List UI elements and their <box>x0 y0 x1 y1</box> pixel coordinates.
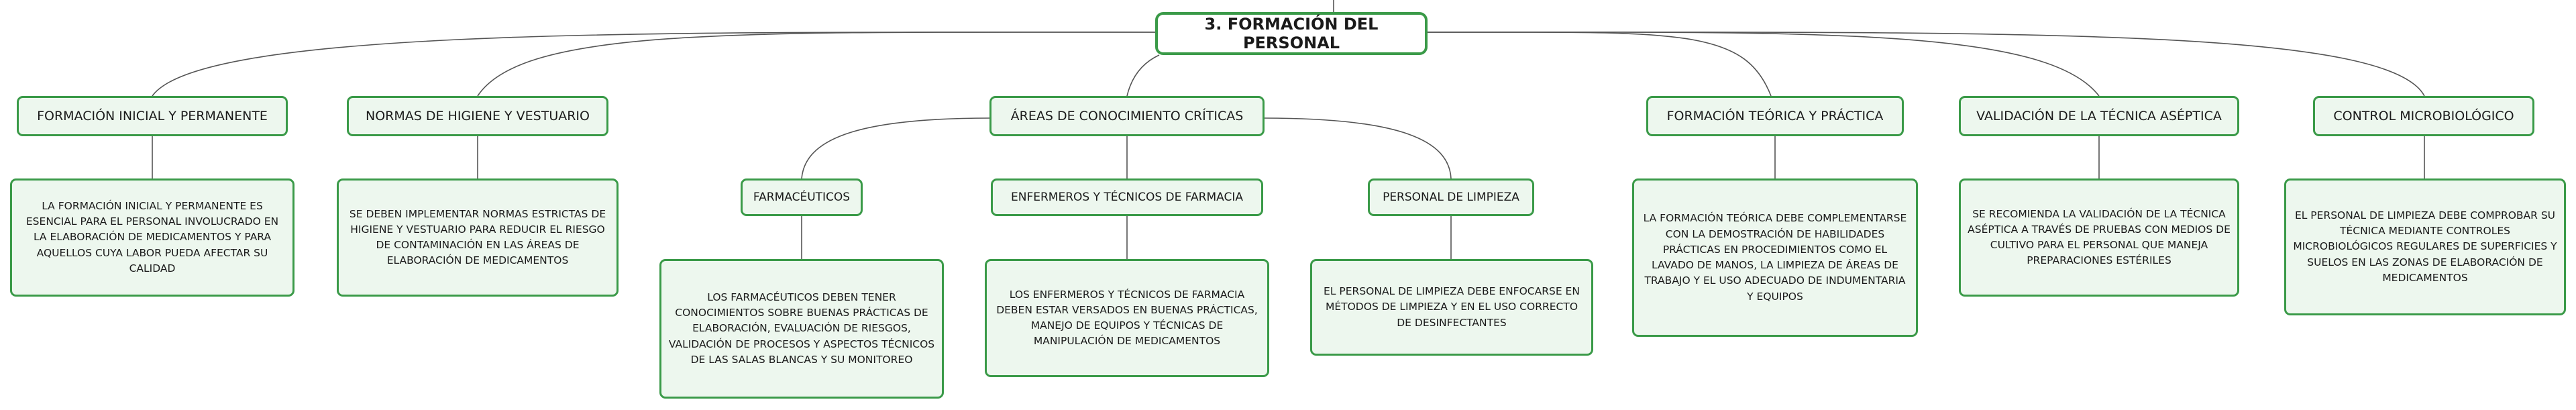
detail-text: SE DEBEN IMPLEMENTAR NORMAS ESTRICTAS DE… <box>349 207 606 267</box>
topic-label: ÁREAS DE CONOCIMIENTO CRÍTICAS <box>1010 109 1244 123</box>
subtopic-enfermeros[interactable]: ENFERMEROS Y TÉCNICOS DE FARMACIA <box>991 178 1263 216</box>
detail-farmaceuticos[interactable]: LOS FARMACÉUTICOS DEBEN TENER CONOCIMIEN… <box>659 259 944 399</box>
detail-personal-limpieza[interactable]: EL PERSONAL DE LIMPIEZA DEBE ENFOCARSE E… <box>1310 259 1593 356</box>
detail-text: SE RECOMIENDA LA VALIDACIÓN DE LA TÉCNIC… <box>1968 207 2231 267</box>
topic-normas-higiene[interactable]: NORMAS DE HIGIENE Y VESTUARIO <box>347 96 608 136</box>
detail-text: LA FORMACIÓN INICIAL Y PERMANENTE ES ESE… <box>25 199 279 274</box>
detail-text: EL PERSONAL DE LIMPIEZA DEBE ENFOCARSE E… <box>1324 285 1580 329</box>
topic-label: NORMAS DE HIGIENE Y VESTUARIO <box>366 109 590 123</box>
detail-enfermeros[interactable]: LOS ENFERMEROS Y TÉCNICOS DE FARMACIA DE… <box>985 259 1269 377</box>
topic-control-microbiologico[interactable]: CONTROL MICROBIOLÓGICO <box>2313 96 2534 136</box>
detail-formacion-teorica[interactable]: LA FORMACIÓN TEÓRICA DEBE COMPLEMENTARSE… <box>1632 178 1918 337</box>
detail-text: LOS FARMACÉUTICOS DEBEN TENER CONOCIMIEN… <box>668 291 935 366</box>
root-label: 3. FORMACIÓN DEL PERSONAL <box>1204 15 1379 52</box>
detail-text: EL PERSONAL DE LIMPIEZA DEBE COMPROBAR S… <box>2293 209 2557 284</box>
subtopic-label: FARMACÉUTICOS <box>753 191 851 204</box>
topic-label: CONTROL MICROBIOLÓGICO <box>2333 109 2514 123</box>
subtopic-label: ENFERMEROS Y TÉCNICOS DE FARMACIA <box>1011 191 1243 204</box>
detail-formacion-inicial[interactable]: LA FORMACIÓN INICIAL Y PERMANENTE ES ESE… <box>10 178 294 297</box>
topic-label: VALIDACIÓN DE LA TÉCNICA ASÉPTICA <box>1976 109 2222 123</box>
detail-control-microbiologico[interactable]: EL PERSONAL DE LIMPIEZA DEBE COMPROBAR S… <box>2284 178 2566 315</box>
detail-normas-higiene[interactable]: SE DEBEN IMPLEMENTAR NORMAS ESTRICTAS DE… <box>337 178 619 297</box>
topic-validacion-tecnica[interactable]: VALIDACIÓN DE LA TÉCNICA ASÉPTICA <box>1959 96 2239 136</box>
root-node[interactable]: 3. FORMACIÓN DEL PERSONAL <box>1155 12 1428 55</box>
topic-formacion-inicial[interactable]: FORMACIÓN INICIAL Y PERMANENTE <box>17 96 288 136</box>
subtopic-label: PERSONAL DE LIMPIEZA <box>1383 191 1519 204</box>
detail-text: LA FORMACIÓN TEÓRICA DEBE COMPLEMENTARSE… <box>1643 212 1907 303</box>
detail-validacion-tecnica[interactable]: SE RECOMIENDA LA VALIDACIÓN DE LA TÉCNIC… <box>1959 178 2239 297</box>
topic-label: FORMACIÓN TEÓRICA Y PRÁCTICA <box>1666 109 1884 123</box>
topic-areas-conocimiento[interactable]: ÁREAS DE CONOCIMIENTO CRÍTICAS <box>989 96 1265 136</box>
topic-formacion-teorica[interactable]: FORMACIÓN TEÓRICA Y PRÁCTICA <box>1646 96 1904 136</box>
topic-label: FORMACIÓN INICIAL Y PERMANENTE <box>37 109 268 123</box>
subtopic-personal-limpieza[interactable]: PERSONAL DE LIMPIEZA <box>1368 178 1534 216</box>
detail-text: LOS ENFERMEROS Y TÉCNICOS DE FARMACIA DE… <box>996 288 1258 348</box>
subtopic-farmaceuticos[interactable]: FARMACÉUTICOS <box>741 178 863 216</box>
